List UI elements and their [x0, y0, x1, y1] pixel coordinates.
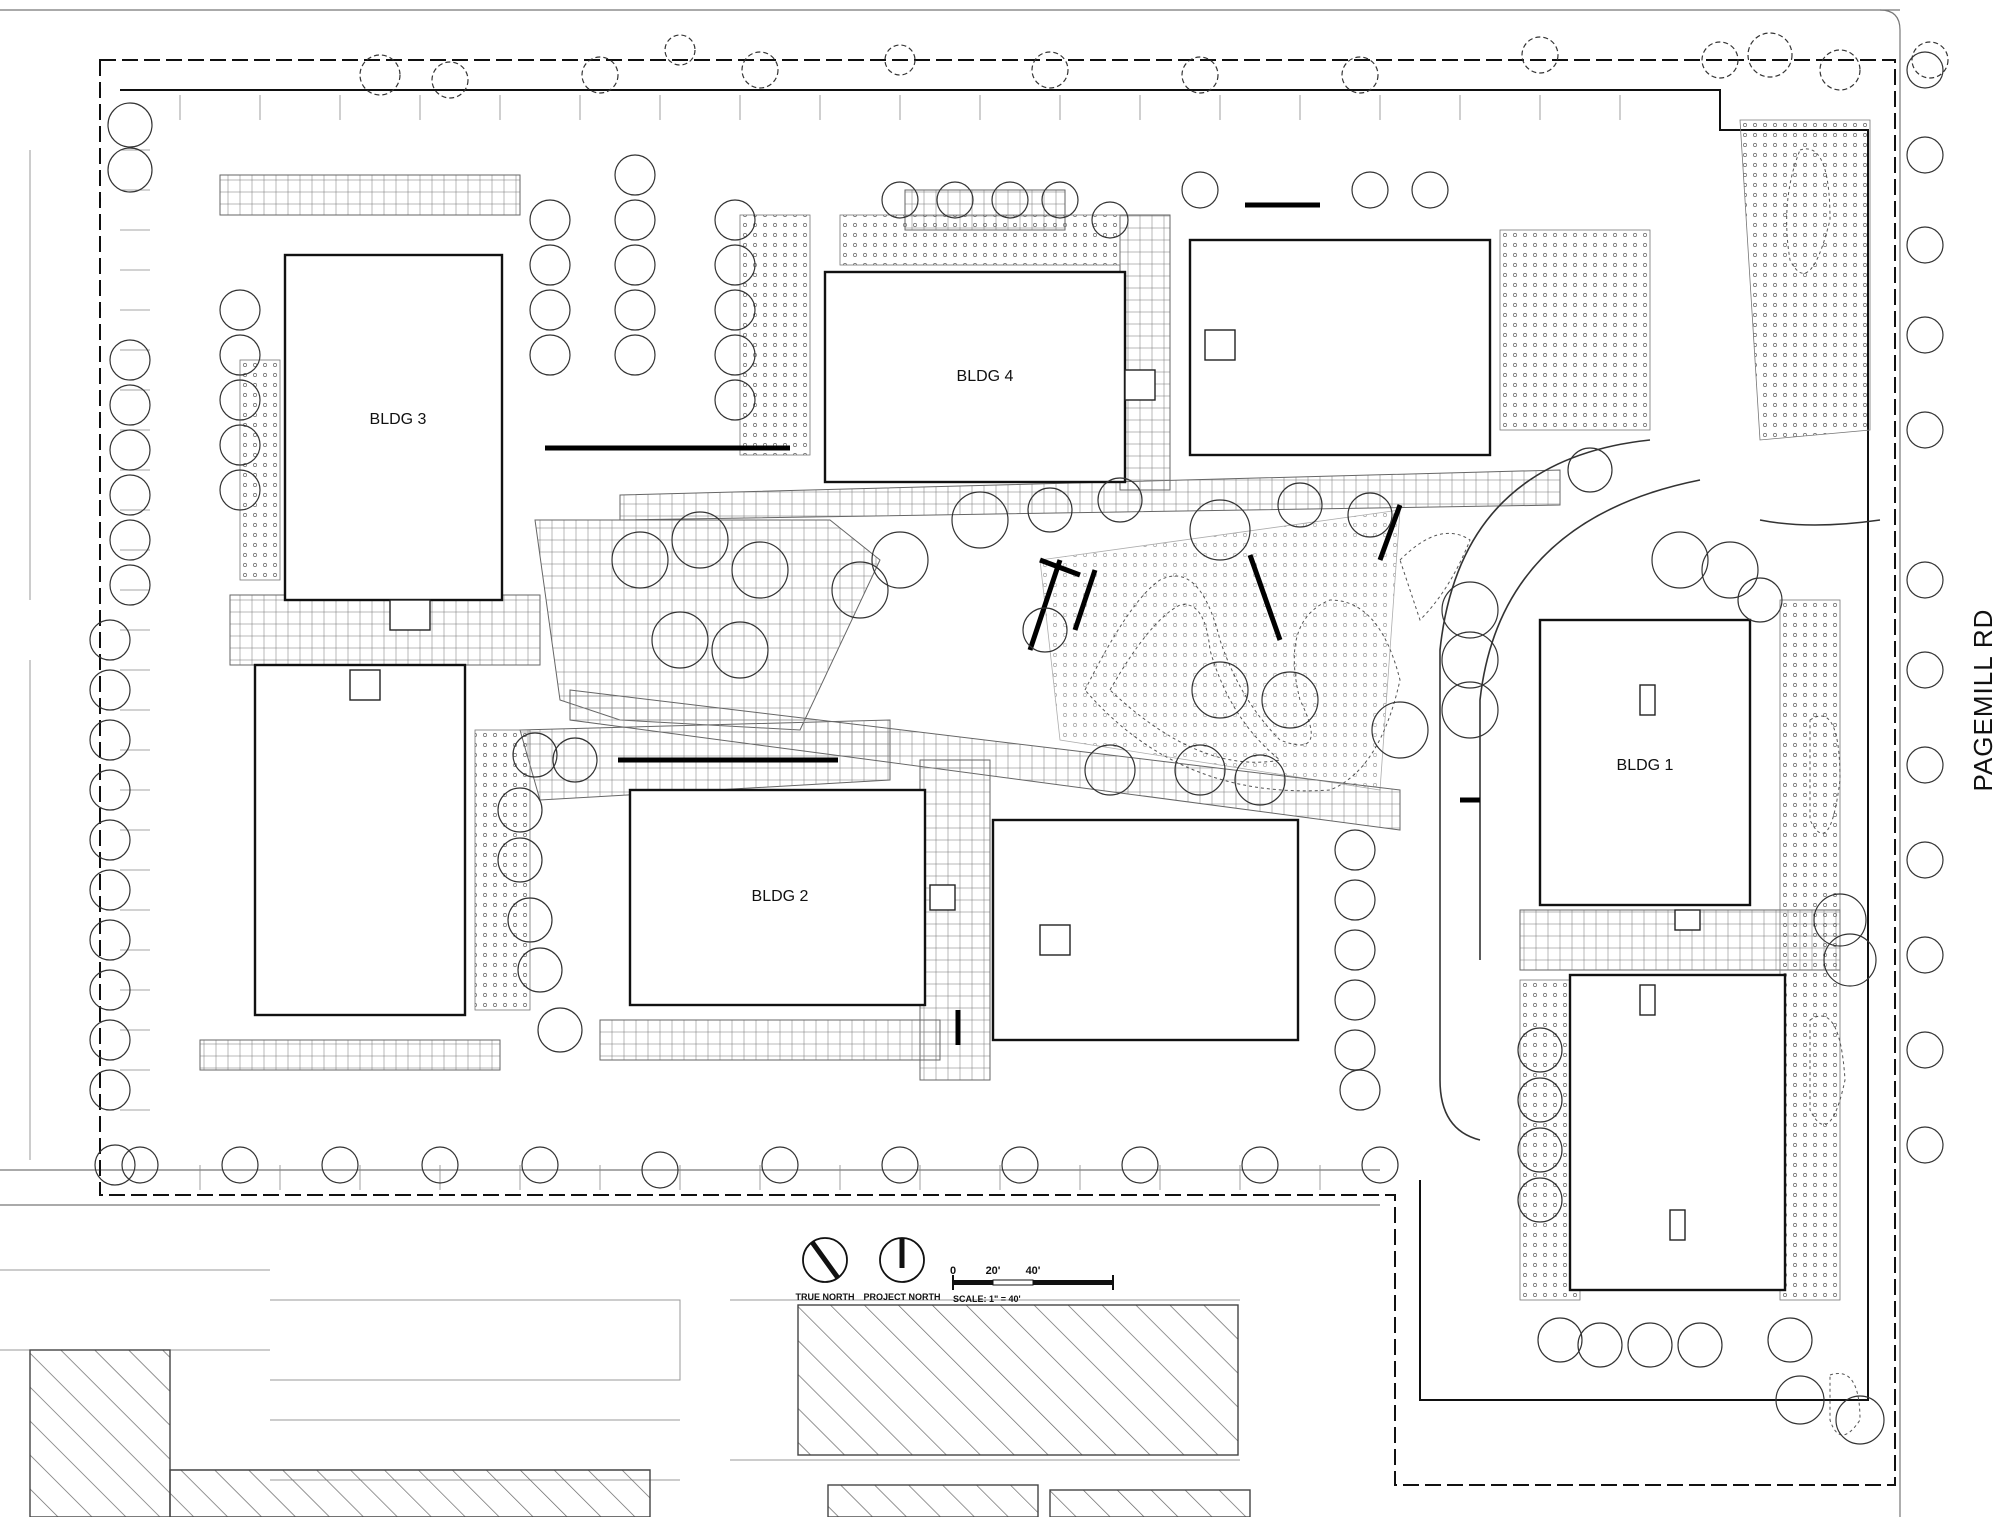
- parking-stalls: [120, 95, 1621, 1190]
- project-north-arrow: [879, 1237, 925, 1283]
- scale-tick-40: 40': [1026, 1265, 1041, 1277]
- bldg1-label: BLDG 1: [1617, 757, 1674, 774]
- bldg3-south-footprint: [253, 663, 467, 1017]
- scale-bar: [952, 1275, 1114, 1290]
- bldg1-footprint: [1538, 618, 1752, 907]
- bldg4-east-footprint: [1188, 238, 1492, 457]
- bldg4-label: BLDG 4: [957, 368, 1014, 385]
- site-walls: [545, 202, 1480, 1045]
- neighboring-buildings: [29, 1304, 1251, 1517]
- scale-tick-20: 20': [986, 1265, 1001, 1277]
- entry-drive: [1439, 439, 1881, 1141]
- scale-caption: SCALE: 1" = 40': [953, 1294, 1021, 1304]
- true-north-arrow: [802, 1237, 848, 1283]
- bldg1-south-footprint: [1568, 973, 1787, 1292]
- bldg3-label: BLDG 3: [370, 411, 427, 428]
- scale-tick-0: 0: [950, 1265, 956, 1277]
- landscape-mounds: [1084, 148, 1861, 1436]
- trees: [89, 32, 1949, 1445]
- building-cores: [349, 329, 1701, 1241]
- road-label: PAGEMILL RD: [1968, 609, 1998, 792]
- bldg2-east-footprint: [991, 818, 1300, 1042]
- bldg2-label: BLDG 2: [752, 888, 809, 905]
- bldg2-footprint: [628, 788, 927, 1007]
- true-north-label: TRUE NORTH: [796, 1292, 855, 1302]
- bldg3-footprint: [283, 253, 504, 602]
- paving-areas: [199, 174, 1841, 1081]
- project-north-label: PROJECT NORTH: [863, 1292, 940, 1302]
- planting-areas: [239, 119, 1871, 1301]
- north-arrows: [802, 1237, 925, 1283]
